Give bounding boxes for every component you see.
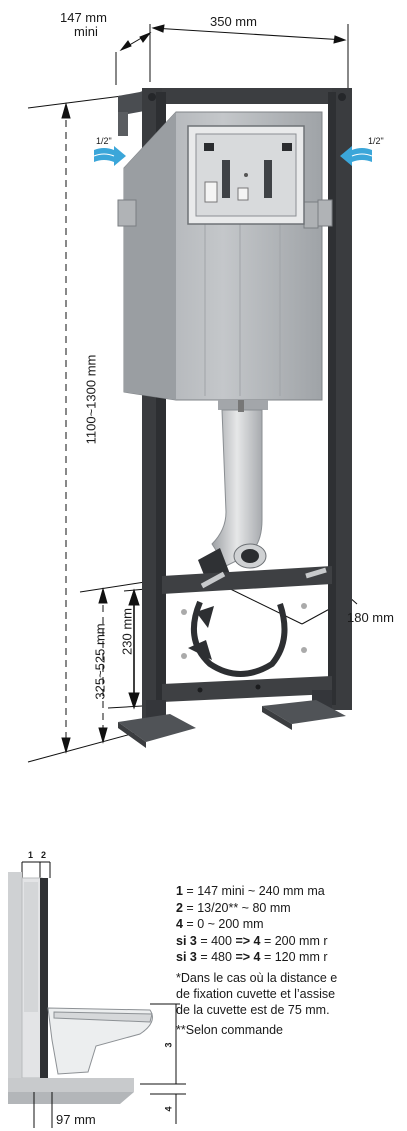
legend-line-4: si 3 = 400 => 4 = 200 mm r [176, 933, 328, 948]
side-label-3: 3 [163, 1042, 174, 1048]
side-label-4: 4 [163, 1106, 174, 1112]
height-label: 1100~1300 mm [83, 354, 99, 445]
side-label-1: 1 [28, 850, 34, 860]
bolt-spacing-label: 180 mm [347, 610, 394, 625]
width-label: 350 mm [210, 14, 257, 29]
legend-order-note: **Selon commande [176, 1022, 284, 1037]
side-section [8, 861, 186, 1128]
inlet-left-label: 1/2" [96, 136, 112, 146]
inlet-right-label: 1/2" [368, 136, 384, 146]
legend: 1 = 147 mini ~ 240 mm ma 2 = 13/20** ~ 8… [176, 883, 407, 1038]
legend-line-5: si 3 = 480 => 4 = 120 mm r [176, 950, 328, 964]
side-label-2: 2 [41, 850, 47, 860]
depth-min-sub-label: mini [74, 24, 98, 39]
frame-body [117, 88, 352, 748]
legend-line-1: 1 = 147 mini ~ 240 mm ma [176, 884, 325, 898]
offset-label: 97 mm [56, 1112, 96, 1127]
legend-line-3: 4 = 0 ~ 200 mm [176, 917, 264, 931]
legend-note: *Dans le cas où la distance e de fixatio… [176, 970, 338, 1017]
legend-line-2: 2 = 13/20** ~ 80 mm [176, 900, 291, 915]
bolt-height-label: 325~525 mm [92, 623, 108, 700]
dimension-lines [27, 24, 358, 763]
depth-min-label: 147 mm [60, 10, 107, 25]
water-inlet-arrows [93, 146, 373, 166]
drain-height-label: 230 mm [119, 608, 135, 655]
